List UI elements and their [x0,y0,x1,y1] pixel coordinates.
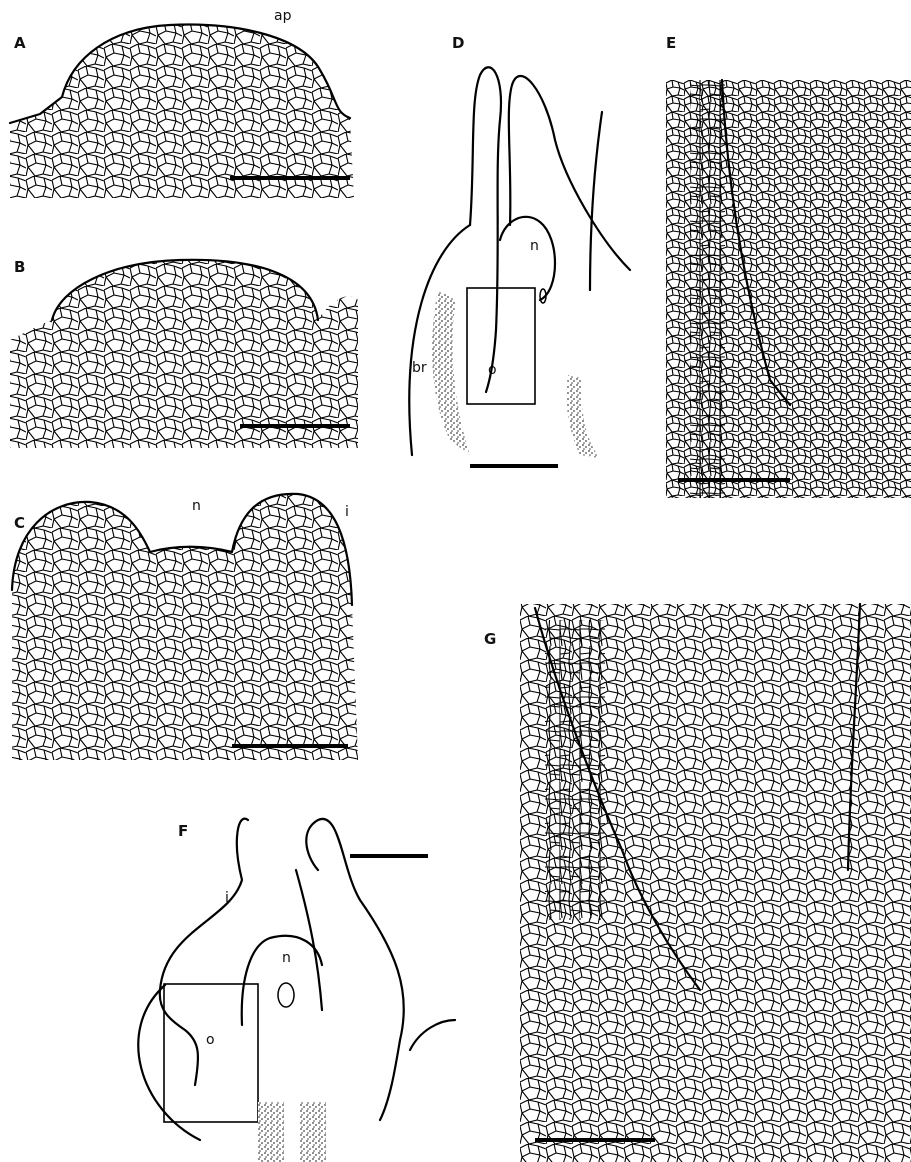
label-a-apex: ap [274,8,292,24]
panel-letter-e: E [666,34,676,52]
inset-box-f [164,984,258,1122]
left-integument-f [160,819,248,1085]
outer-integument-d [470,67,501,392]
inner-edge-f [296,870,322,1010]
elongated-cells-e [690,80,725,498]
panel-e: E [666,34,911,498]
right-flap-d [590,112,602,290]
label-c-integument: i [345,504,349,520]
right-flap-f [410,1020,455,1050]
panel-letter-a: A [14,34,26,52]
panel-letter-d: D [452,34,464,52]
embryo-sac-f [278,983,294,1007]
label-f-nucellus: n [282,950,291,966]
panel-letter-f: F [178,822,188,840]
panel-f: F i n o [138,819,455,1162]
outer-contour-f [138,985,200,1140]
panel-g: G [484,604,911,1162]
label-c-nucellus: n [192,498,201,514]
panel-d: D i n o br [409,34,630,466]
stipple-left-d [432,290,470,455]
elongated-cells-g [545,620,605,920]
apical-dome-b [10,260,358,448]
panel-letter-b: B [14,258,25,276]
panel-b: B [10,258,358,448]
stipple-left-f [258,1102,284,1162]
panel-letter-g: G [484,630,496,648]
label-d-bract: br [412,360,427,376]
inner-integument-d [509,76,630,270]
label-f-ovule: o [206,1032,215,1048]
stipple-right-d [567,375,601,458]
inset-box-d [467,288,535,404]
panel-c: C n i [12,494,358,760]
stipple-right-f [300,1102,326,1162]
ovule-primordium-c [12,494,358,760]
panel-a: A ap [10,8,354,198]
label-d-nucellus: n [530,238,539,254]
right-integument-f [306,819,404,1120]
panel-letter-c: C [14,514,25,532]
